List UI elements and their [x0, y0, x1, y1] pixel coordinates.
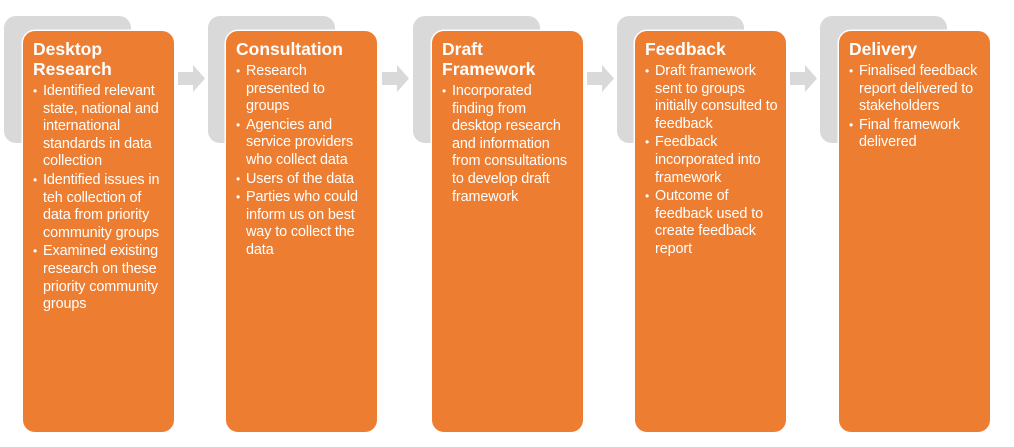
- right-arrow-icon: [587, 65, 614, 92]
- step-title: Delivery: [849, 39, 918, 59]
- step-bullets: Incorporated finding from desktop resear…: [442, 83, 575, 206]
- step-bullets: Finalised feedback report delivered to s…: [849, 63, 982, 152]
- bullet-item: Parties who could inform us on best way …: [236, 189, 369, 259]
- bullet-item: Users of the data: [236, 171, 369, 189]
- step-card-draft-framework: Draft Framework Incorporated finding fro…: [432, 31, 583, 432]
- bullet-item: Examined existing research on these prio…: [33, 243, 166, 313]
- step-title: Feedback: [645, 39, 726, 59]
- bullet-item: Outcome of feedback used to create feedb…: [645, 188, 778, 258]
- step-card-consultation: Consultation Research presented to group…: [226, 31, 377, 432]
- bullet-item: Identified relevant state, national and …: [33, 83, 166, 171]
- right-arrow-icon: [178, 65, 205, 92]
- step-bullets: Research presented to groups Agencies an…: [236, 63, 369, 260]
- bullet-item: Agencies and service providers who colle…: [236, 117, 369, 170]
- bullet-item: Incorporated finding from desktop resear…: [442, 83, 575, 206]
- bullet-item: Research presented to groups: [236, 63, 369, 116]
- bullet-item: Draft framework sent to groups initially…: [645, 63, 778, 133]
- step-title: Consultation: [236, 39, 343, 59]
- right-arrow-icon: [790, 65, 817, 92]
- step-bullets: Draft framework sent to groups initially…: [645, 63, 778, 259]
- step-card-feedback: Feedback Draft framework sent to groups …: [635, 31, 786, 432]
- bullet-item: Feedback incorporated into framework: [645, 134, 778, 187]
- step-bullets: Identified relevant state, national and …: [33, 83, 166, 314]
- step-title: Desktop Research: [33, 39, 112, 79]
- bullet-item: Identified issues in teh collection of d…: [33, 172, 166, 242]
- step-title: Draft Framework: [442, 39, 536, 79]
- bullet-item: Final framework delivered: [849, 117, 982, 152]
- step-card-delivery: Delivery Finalised feedback report deliv…: [839, 31, 990, 432]
- step-card-desktop-research: Desktop Research Identified relevant sta…: [23, 31, 174, 432]
- right-arrow-icon: [382, 65, 409, 92]
- bullet-item: Finalised feedback report delivered to s…: [849, 63, 982, 116]
